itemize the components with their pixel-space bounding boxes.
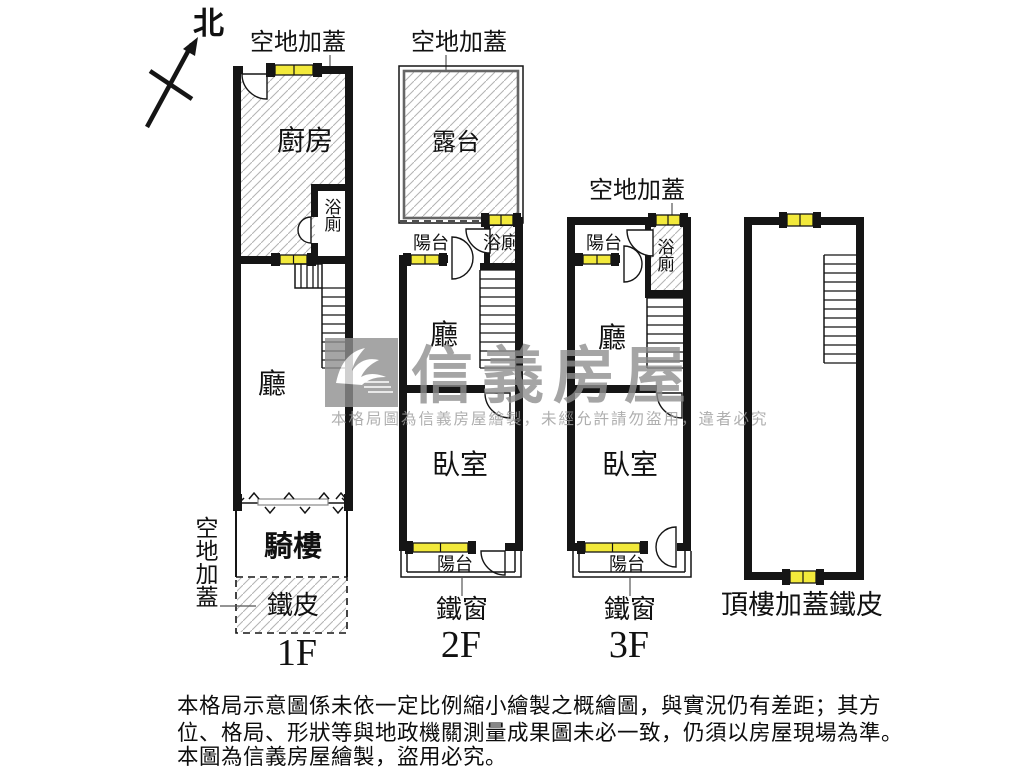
f3-balcony-door [655,526,677,568]
rooftop-plan: 頂樓加蓋鐵皮 [721,212,883,620]
f2-name: 2F [441,624,481,666]
f1-metal-label: 鐵皮 [267,590,319,620]
f3-bath-area [651,225,683,290]
f3-stairs [646,297,683,369]
f2-living-label: 廳 [430,319,458,350]
f2-bedroom-door [484,392,511,419]
f1-kitchen-label: 廚房 [277,125,333,156]
f1-divider-window [271,253,316,266]
disclaimer: 本格局示意圖係未依一定比例縮小繪製之概繪圖，與實況仍有差距；其方 位、格局、形狀… [177,694,903,768]
rooftop-label: 頂樓加蓋鐵皮 [721,590,883,620]
floor-3f: 空地加蓋 浴廁 陽台 [567,177,692,666]
f2-top-note: 空地加蓋 [411,29,507,56]
f3-front-balcony-label: 陽台 [586,233,622,253]
f3-bath-label: 浴廁 [655,238,675,273]
f2-hall-door [451,236,474,280]
f3-bath-door [626,229,654,257]
f1-side-note: 空地加蓋 [192,516,219,608]
f2-rear-balcony-label: 陽台 [437,554,473,574]
f2-grille-label: 鐵窗 [436,594,488,624]
f2-front-balcony-label: 陽台 [413,233,449,253]
f3-name: 3F [609,624,649,666]
f3-bottom-window [577,541,648,554]
f1-name: 1F [277,632,317,674]
f2-bath-area [490,226,517,263]
f2-stairs [479,269,515,369]
north-compass: 北 [145,6,224,129]
f3-left-window [575,253,619,266]
f1-top-note: 空地加蓋 [250,29,346,56]
f3-hall-door [623,245,643,283]
f1-top-window [266,63,322,77]
f3-grille-label: 鐵窗 [604,594,656,624]
f2-terrace-area [405,72,517,217]
f2-bath-door [465,228,491,254]
watermark-brand: 信義房屋 [411,342,695,411]
f3-living-label: 廳 [598,322,626,353]
f3-rear-balcony-label: 陽台 [609,554,645,574]
f3-rear-balcony [572,551,692,578]
f1-arcade-label: 騎樓 [264,530,322,563]
f2-bath-label: 浴廁 [483,232,519,253]
f2-bedroom-label: 臥室 [432,449,488,480]
f3-bedroom-label: 臥室 [602,449,658,480]
watermark: 信義房屋 本格局圖為信義房屋繪製，未經允許請勿盜用，違者必究 [325,338,769,428]
disclaimer-line1: 本格局示意圖係未依一定比例縮小繪製之概繪圖，與實況仍有差距；其方 [177,694,881,718]
floor-1f: 空地加蓋 浴廁 [192,29,353,674]
f2-balcony-door [480,550,506,576]
f1-metal-area [237,578,346,632]
f1-living-label: 廳 [258,368,286,399]
f1-storefront [233,491,353,515]
f2-bottom-window [405,541,476,554]
f3-top-note: 空地加蓋 [589,177,685,204]
roof-stairs [823,254,856,364]
watermark-notice: 本格局圖為信義房屋繪製，未經允許請勿盜用，違者必究 [331,409,769,428]
f3-top-window [648,213,688,227]
roof-bottom-window [782,569,824,585]
north-arrowhead [183,37,198,56]
north-label: 北 [193,6,224,41]
f1-bath-door [297,216,312,244]
f3-bedroom-door [656,392,683,419]
disclaimer-line3: 本圖為信義房屋繪製，盜用必究。 [177,745,507,768]
f2-terrace-label: 露台 [432,129,480,156]
f2-left-window [403,253,447,266]
f2-rear-balcony [400,551,522,578]
f1-stairs [294,263,345,369]
f1-bath-label: 浴廁 [322,198,342,233]
f1-entry-door [241,73,268,100]
disclaimer-line2: 位、格局、形狀等與地政機關測量成果圖未必一致，仍須以房屋現場為準。 [177,721,903,745]
floor-2f: 空地加蓋 露台 浴廁 陽台 [398,29,524,666]
roof-top-window [779,212,821,228]
sinyi-logo-icon [336,348,393,393]
